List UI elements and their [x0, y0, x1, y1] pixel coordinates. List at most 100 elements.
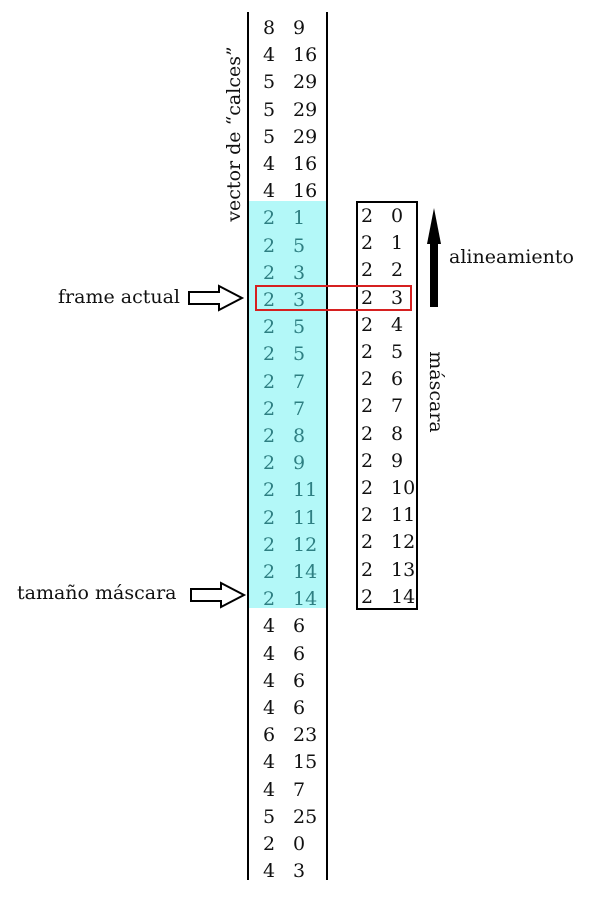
mask-row-5-second-value: 4: [391, 313, 404, 336]
vector-row-5-second-value: 29: [293, 125, 318, 148]
mask-row-5-first-value: 2: [361, 313, 374, 336]
vector-row-21-first-value: 2: [263, 561, 276, 583]
vector-row-30-first-value: 5: [263, 805, 276, 828]
mask-box: [356, 201, 418, 610]
vector-row-17-first-value: 2: [263, 452, 276, 475]
vector-row-4-second-value: 29: [293, 98, 318, 121]
vector-row-8-second-value: 1: [293, 207, 306, 230]
vector-row-8-first-value: 2: [263, 207, 276, 230]
vector-row-3-second-value: 29: [293, 71, 318, 94]
mask-row-8-second-value: 7: [391, 395, 404, 418]
vector-row-15-second-value: 7: [293, 397, 306, 420]
vector-row-29-first-value: 4: [263, 778, 276, 801]
mask-row-11-first-value: 2: [361, 477, 374, 499]
mask-row-14-first-value: 2: [361, 558, 374, 581]
vector-row-16-second-value: 8: [293, 425, 306, 447]
vector-row-31-first-value: 2: [263, 833, 276, 855]
vector-row-22-first-value: 2: [263, 588, 276, 611]
mascara-label: máscara: [425, 351, 447, 433]
vector-row-13-first-value: 2: [263, 343, 276, 366]
vector-row-24-first-value: 4: [263, 642, 276, 665]
vector-row-2-second-value: 16: [293, 44, 318, 67]
mask-row-15-first-value: 2: [361, 585, 374, 608]
frame-actual-arrow-icon: [188, 284, 245, 312]
mask-row-12-first-value: 2: [361, 504, 374, 527]
mask-row-8-first-value: 2: [361, 395, 374, 418]
vector-row-32-second-value: 3: [293, 860, 306, 883]
mask-row-13-second-value: 12: [391, 531, 416, 554]
vector-row-2-first-value: 4: [263, 44, 276, 67]
vector-row-27-first-value: 6: [263, 724, 276, 747]
vector-row-16-first-value: 2: [263, 425, 276, 447]
vector-row-27-second-value: 23: [293, 724, 318, 747]
vector-row-10-first-value: 2: [263, 261, 276, 284]
vector-row-12-first-value: 2: [263, 316, 276, 339]
tamano-mascara-arrow-icon: [190, 581, 247, 609]
vector-row-19-second-value: 11: [293, 506, 318, 529]
vector-row-6-first-value: 4: [263, 153, 276, 175]
vector-row-15-first-value: 2: [263, 397, 276, 420]
vector-right-border: [326, 12, 328, 880]
vector-row-24-second-value: 6: [293, 642, 306, 665]
vector-row-19-first-value: 2: [263, 506, 276, 529]
vector-row-6-second-value: 16: [293, 153, 318, 175]
vector-row-14-first-value: 2: [263, 370, 276, 393]
mask-row-6-first-value: 2: [361, 341, 374, 363]
vector-row-5-first-value: 5: [263, 125, 276, 148]
mask-row-12-second-value: 11: [391, 504, 416, 527]
mask-row-14-second-value: 13: [391, 558, 416, 581]
mask-row-10-first-value: 2: [361, 449, 374, 472]
mask-row-9-first-value: 2: [361, 422, 374, 445]
vector-row-17-second-value: 9: [293, 452, 306, 475]
mask-row-3-first-value: 2: [361, 259, 374, 282]
mask-row-4-first-value: 2: [361, 286, 374, 309]
mask-row-2-second-value: 1: [391, 232, 404, 255]
mask-window-highlight: [249, 201, 326, 608]
vector-row-1-first-value: 8: [263, 17, 276, 39]
vector-row-12-second-value: 5: [293, 316, 306, 339]
mask-row-1-second-value: 0: [391, 205, 404, 227]
vector-row-23-first-value: 4: [263, 615, 276, 638]
mask-row-6-second-value: 5: [391, 341, 404, 363]
alineamiento-arrow-icon: [427, 208, 441, 307]
vector-row-10-second-value: 3: [293, 261, 306, 284]
vector-row-26-first-value: 4: [263, 697, 276, 719]
vector-row-31-second-value: 0: [293, 833, 306, 855]
mask-row-10-second-value: 9: [391, 449, 404, 472]
vector-row-23-second-value: 6: [293, 615, 306, 638]
vector-row-7-first-value: 4: [263, 180, 276, 203]
mask-row-2-first-value: 2: [361, 232, 374, 255]
vector-row-28-second-value: 15: [293, 751, 318, 774]
vector-row-3-first-value: 5: [263, 71, 276, 94]
vector-row-30-second-value: 25: [293, 805, 318, 828]
vector-row-32-first-value: 4: [263, 860, 276, 883]
vector-row-9-first-value: 2: [263, 234, 276, 257]
vector-row-4-first-value: 5: [263, 98, 276, 121]
mask-row-11-second-value: 10: [391, 477, 416, 499]
vector-row-13-second-value: 5: [293, 343, 306, 366]
mask-row-7-second-value: 6: [391, 368, 404, 391]
vector-row-7-second-value: 16: [293, 180, 318, 203]
vector-row-26-second-value: 6: [293, 697, 306, 719]
vector-row-21-second-value: 14: [293, 561, 318, 583]
vector-left-border: [247, 12, 249, 880]
vector-row-14-second-value: 7: [293, 370, 306, 393]
mask-row-7-first-value: 2: [361, 368, 374, 391]
vector-row-20-second-value: 12: [293, 533, 318, 556]
tamano-mascara-label: tamaño máscara: [17, 582, 177, 604]
mask-row-1-first-value: 2: [361, 205, 374, 227]
vector-row-25-second-value: 6: [293, 669, 306, 692]
vector-row-1-second-value: 9: [293, 17, 306, 39]
mask-row-3-second-value: 2: [391, 259, 404, 282]
vector-row-22-second-value: 14: [293, 588, 318, 611]
vector-row-9-second-value: 5: [293, 234, 306, 257]
mask-row-15-second-value: 14: [391, 585, 416, 608]
mask-row-13-first-value: 2: [361, 531, 374, 554]
vector-row-28-first-value: 4: [263, 751, 276, 774]
vector-row-11-first-value: 2: [263, 289, 276, 311]
alineamiento-label: alineamiento: [449, 246, 574, 268]
vector-title: vector de “calces”: [223, 46, 245, 222]
vector-row-25-first-value: 4: [263, 669, 276, 692]
vector-row-18-second-value: 11: [293, 479, 318, 502]
